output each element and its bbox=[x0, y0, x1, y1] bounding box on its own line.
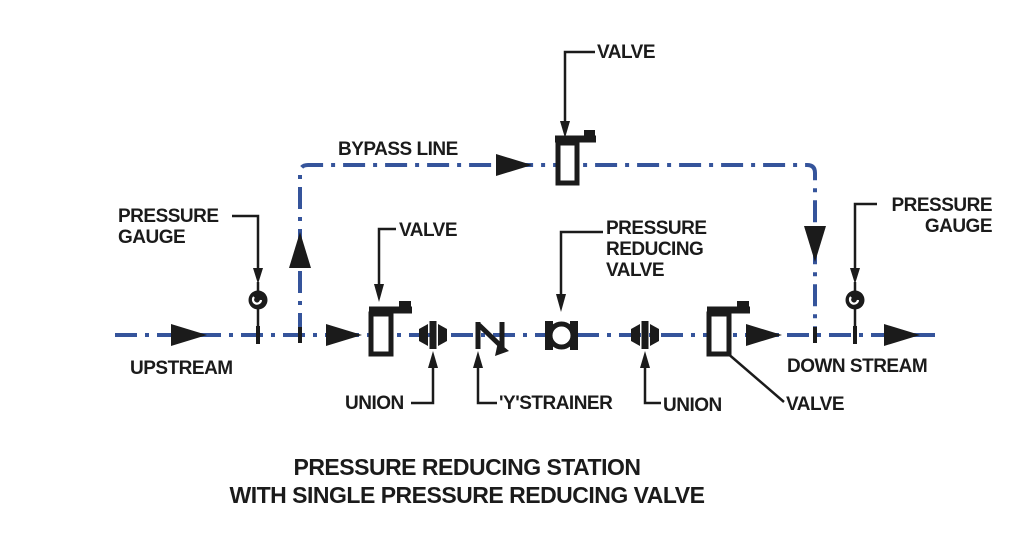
union-right-symbol bbox=[631, 321, 661, 405]
union-left-label: UNION bbox=[345, 393, 404, 414]
flow-arrow-bypass-up bbox=[289, 232, 311, 268]
union-right-label: UNION bbox=[663, 395, 722, 416]
flow-arrow-bypass-down bbox=[804, 226, 826, 262]
leader-arrow-up-icon bbox=[640, 351, 650, 368]
diagram-title-line2: WITH SINGLE PRESSURE REDUCING VALVE bbox=[229, 482, 705, 508]
leader-arrow-down-icon bbox=[560, 121, 570, 138]
pressure-gauge-right-label: PRESSURE GAUGE bbox=[876, 195, 992, 237]
pressure-gauge-right-label-line1: PRESSURE bbox=[891, 195, 992, 216]
leader-arrow-down-icon bbox=[850, 268, 860, 284]
y-strainer-label: 'Y'STRAINER bbox=[499, 393, 613, 414]
flow-arrow-downstream-2 bbox=[884, 324, 920, 346]
gauge-dial-icon bbox=[248, 290, 268, 310]
pressure-reducing-valve-label: PRESSURE REDUCING VALVE bbox=[606, 218, 707, 281]
pressure-gauge-left-label-line2: GAUGE bbox=[118, 227, 186, 248]
bypass-valve-label: VALVE bbox=[597, 42, 656, 63]
prv-label-line1: PRESSURE bbox=[606, 218, 707, 239]
pressure-gauge-left-label-line1: PRESSURE bbox=[118, 206, 219, 227]
downstream-label: DOWN STREAM bbox=[787, 356, 928, 377]
union-left-symbol bbox=[411, 321, 447, 405]
diagram-title-line1: PRESSURE REDUCING STATION bbox=[293, 454, 641, 480]
flow-arrow-bypass-right bbox=[496, 154, 532, 176]
leader-arrow-down-icon bbox=[253, 268, 263, 284]
pressure-gauge-right-symbol bbox=[845, 202, 877, 335]
main-valve-symbol bbox=[368, 227, 412, 357]
pressure-gauge-left-symbol bbox=[232, 214, 268, 335]
leader-arrow-down-icon bbox=[556, 294, 566, 312]
main-valve-label: VALVE bbox=[399, 220, 458, 241]
bypass-line-label: BYPASS LINE bbox=[338, 139, 458, 160]
leader-arrow-up-icon bbox=[473, 351, 483, 368]
upstream-label: UPSTREAM bbox=[130, 358, 233, 379]
y-strainer-symbol bbox=[473, 322, 509, 405]
pressure-reducing-valve-symbol bbox=[545, 230, 603, 350]
prv-label-line3: VALVE bbox=[606, 260, 665, 281]
flow-arrow-upstream-1 bbox=[171, 324, 207, 346]
leader-arrow-up-icon bbox=[428, 351, 438, 368]
pressure-gauge-left-label: PRESSURE GAUGE bbox=[118, 206, 219, 248]
pressure-gauge-right-label-line2: GAUGE bbox=[924, 216, 993, 237]
leader-arrow-down-icon bbox=[374, 284, 384, 302]
valve-right-symbol bbox=[706, 301, 785, 403]
flow-arrow-downstream-1 bbox=[746, 324, 782, 346]
flow-arrow-upstream-2 bbox=[326, 324, 362, 346]
valve-right-label: VALVE bbox=[786, 394, 845, 415]
diagram-title: PRESSURE REDUCING STATION WITH SINGLE PR… bbox=[165, 453, 769, 509]
prv-label-line2: REDUCING bbox=[606, 239, 704, 260]
bypass-valve-symbol bbox=[555, 50, 596, 186]
gauge-dial-icon bbox=[845, 290, 865, 310]
leader-line bbox=[725, 351, 785, 403]
